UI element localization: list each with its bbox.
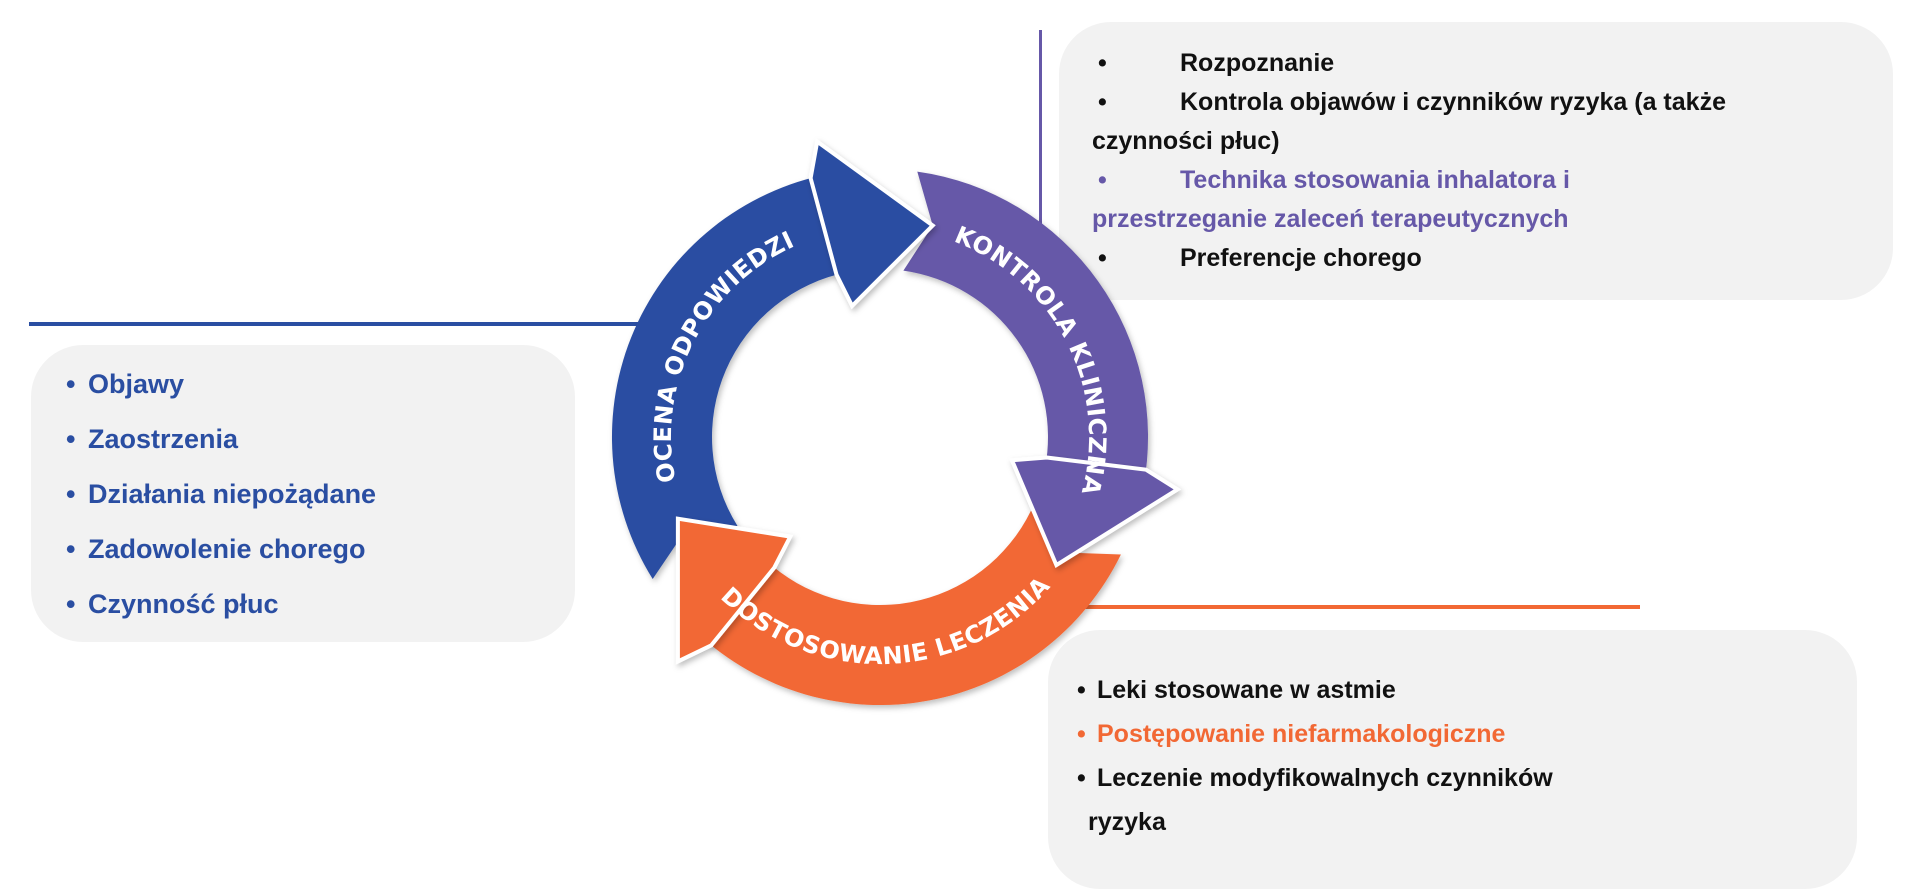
adjust-box — [1048, 630, 1857, 889]
list-item-line: • Zadowolenie chorego — [66, 533, 366, 565]
bullet: • — [1077, 764, 1086, 792]
item-text: Technika stosowania inhalatora i — [1180, 166, 1570, 194]
bullet: • — [66, 588, 76, 619]
list-item-line: • Działania niepożądane — [66, 478, 377, 510]
cycle-arrow-review-body — [903, 171, 1149, 489]
item-text: Leczenie modyfikowalnych czynników — [1097, 764, 1553, 792]
bullet: • — [1098, 244, 1107, 272]
cycle-arrow-review-head — [1009, 455, 1182, 569]
item-text: Zadowolenie chorego — [88, 533, 366, 564]
item-text: czynności płuc) — [1092, 127, 1280, 155]
item-text: Preferencje chorego — [1180, 244, 1422, 272]
list-item-line: ryzyka — [1088, 808, 1166, 837]
item-text: Działania niepożądane — [88, 478, 377, 509]
list-item-line: • Leczenie modyfikowalnych czynników — [1077, 764, 1553, 793]
list-item-line: • Technika stosowania inhalatora i — [1098, 166, 1570, 195]
list-item-line: • Preferencje chorego — [1098, 244, 1422, 273]
bullet: • — [1098, 88, 1107, 116]
bullet: • — [66, 423, 76, 454]
item-text: Czynność płuc — [88, 588, 279, 619]
cycle-arrow-assess-head — [808, 138, 936, 310]
review-connector-line — [1039, 30, 1042, 266]
bullet: • — [1098, 166, 1107, 194]
list-item-line: • Objawy — [66, 368, 185, 400]
item-text: Zaostrzenia — [88, 423, 239, 454]
list-item-line: przestrzeganie zaleceń terapeutycznych — [1092, 205, 1569, 234]
item-text: ryzyka — [1088, 808, 1166, 836]
item-text: Postępowanie niefarmakologiczne — [1097, 720, 1506, 748]
list-item-line: • Postępowanie niefarmakologiczne — [1077, 720, 1506, 749]
cycle-arrow-adjust-head — [675, 516, 794, 665]
cycle-arrow-assess-body — [611, 173, 848, 579]
list-item-line: czynności płuc) — [1092, 127, 1280, 156]
assess-box — [31, 345, 575, 642]
item-text: przestrzeganie zaleceń terapeutycznych — [1092, 205, 1569, 233]
list-item-line: • Zaostrzenia — [66, 423, 239, 455]
bullet: • — [1077, 676, 1086, 704]
bullet: • — [66, 368, 76, 399]
bullet: • — [1077, 720, 1086, 748]
item-text: Objawy — [88, 368, 185, 399]
adjust-connector-line — [1064, 605, 1640, 609]
review-box — [1059, 22, 1893, 300]
list-item-line: • Leki stosowane w astmie — [1077, 676, 1396, 705]
assess-connector-line — [29, 322, 641, 326]
bullet: • — [66, 533, 76, 564]
bullet: • — [1098, 49, 1107, 77]
item-text: Leki stosowane w astmie — [1097, 676, 1396, 704]
list-item-line: • Rozpoznanie — [1098, 49, 1335, 78]
item-text: Kontrola objawów i czynników ryzyka (a t… — [1180, 88, 1726, 116]
cycle-arrow-adjust-body — [697, 510, 1121, 706]
bullet: • — [66, 478, 76, 509]
list-item-line: • Kontrola objawów i czynników ryzyka (a … — [1098, 88, 1726, 117]
item-text: Rozpoznanie — [1180, 49, 1335, 77]
list-item-line: • Czynność płuc — [66, 588, 279, 620]
